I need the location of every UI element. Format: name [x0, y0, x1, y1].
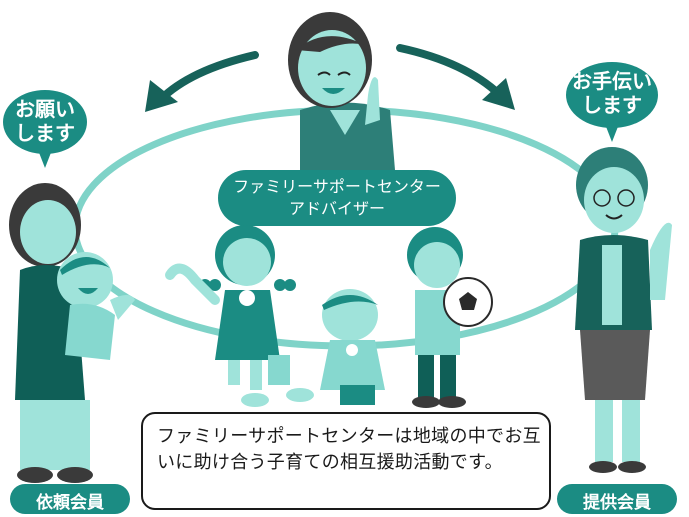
speech-help-line1: お手伝い: [572, 69, 652, 93]
speech-request-line1: お願い: [15, 97, 75, 121]
requesting-member-label: 依頼会員: [36, 493, 104, 513]
arrow-left-icon: [145, 51, 259, 112]
mother-figure: [9, 183, 135, 483]
toddler-figure: [286, 289, 385, 405]
speech-bubble-help: [566, 62, 658, 142]
advisor-label: ファミリーサポートセンター アドバイザー: [222, 176, 452, 219]
girl-figure: [165, 225, 296, 407]
caption-box: ファミリーサポートセンターは地域の中でお互いに助け合う子育ての相互援助活動です。: [141, 412, 551, 510]
speech-request-text: お願い します: [8, 97, 82, 145]
requesting-member-pill: [10, 484, 130, 514]
speech-request-line2: します: [15, 120, 75, 145]
providing-member-pill: [557, 484, 677, 514]
helper-figure: [575, 147, 672, 473]
advisor-label-line2: アドバイザー: [288, 198, 385, 218]
advisor-figure: [288, 12, 395, 170]
arrow-right-icon: [396, 44, 515, 110]
providing-member-label: 提供会員: [583, 493, 651, 513]
advisor-label-line1: ファミリーサポートセンター: [233, 177, 441, 196]
speech-help-line2: します: [582, 92, 642, 117]
speech-bubble-request: [3, 90, 87, 168]
caption-text: ファミリーサポートセンターは地域の中でお互いに助け合う子育ての相互援助活動です。: [157, 426, 541, 474]
speech-help-text: お手伝い します: [564, 69, 660, 117]
boy-figure: [407, 227, 493, 408]
advisor-label-pill: [218, 170, 456, 226]
